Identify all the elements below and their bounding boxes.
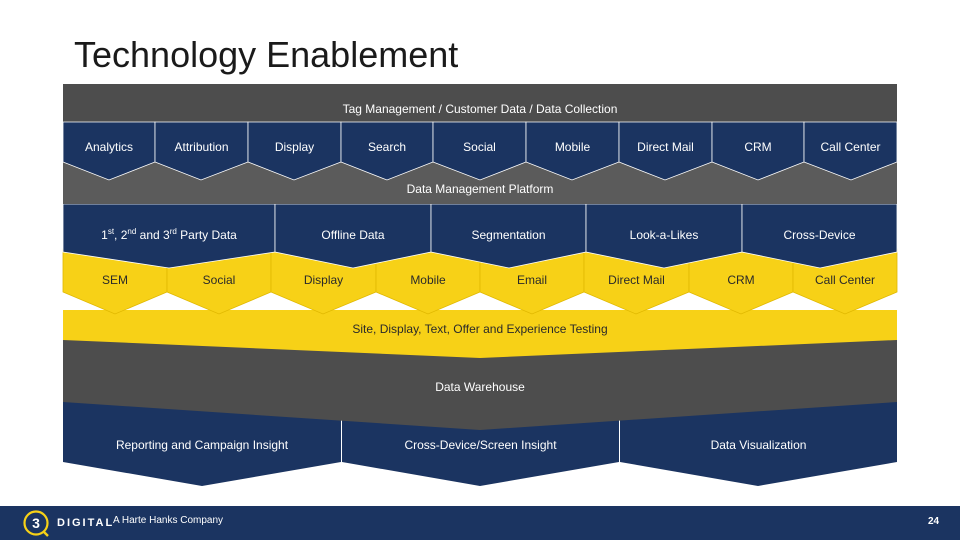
party-data-n1: 1	[101, 228, 108, 242]
mid-channel-label: Email	[516, 273, 547, 287]
tag-management-band	[63, 84, 897, 126]
output-label: Reporting and Campaign Insight	[115, 438, 289, 452]
top-channel-label: Call Center	[820, 140, 881, 154]
logo-wordmark: DIGITAL	[57, 517, 115, 529]
data-source-chevrons	[62, 203, 898, 269]
top-channel-label: Mobile	[554, 140, 591, 154]
data-warehouse-label: Data Warehouse	[435, 380, 525, 394]
data-source-label: Cross-Device	[783, 228, 856, 242]
party-data-s2: nd	[127, 227, 137, 236]
top-channel-label: Social	[463, 140, 496, 154]
testing-band	[63, 310, 897, 358]
data-warehouse-band	[63, 340, 897, 430]
party-data-s3: rd	[169, 227, 177, 236]
company-name: A Harte Hanks Company	[113, 515, 224, 526]
mid-channel-label: Call Center	[814, 273, 876, 287]
top-channel-label: Attribution	[174, 140, 229, 154]
mid-channel-label: Display	[303, 273, 344, 287]
top-channel-label: Analytics	[84, 140, 134, 154]
logo-3-icon: 3	[23, 510, 49, 537]
footer-bar	[0, 506, 960, 540]
page-number: 24	[928, 516, 940, 527]
logo-digit: 3	[32, 515, 40, 531]
party-data-n3: 3	[163, 228, 170, 242]
output-chevron-visualization	[620, 402, 897, 486]
party-data-sep1: ,	[114, 228, 121, 242]
mid-channel-label: CRM	[727, 273, 755, 287]
party-data-s1: st	[107, 227, 115, 236]
mid-channel-label: Social	[202, 273, 236, 287]
top-channel-label: Search	[367, 140, 407, 154]
tag-management-label: Tag Management / Customer Data / Data Co…	[342, 102, 618, 116]
top-channel-label: CRM	[744, 140, 772, 154]
mid-channel-label: Mobile	[410, 273, 446, 287]
output-label: Cross-Device/Screen Insight	[404, 438, 557, 452]
testing-label: Site, Display, Text, Offer and Experienc…	[352, 322, 608, 336]
mid-channel-label: Direct Mail	[608, 273, 665, 287]
party-data-rest: Party Data	[176, 228, 237, 242]
top-channel-chevrons	[62, 121, 898, 181]
party-data-n2: 2	[120, 228, 128, 242]
top-channel-label: Direct Mail	[637, 140, 694, 154]
output-label: Data Visualization	[710, 438, 807, 452]
data-source-label: Offline Data	[321, 228, 385, 242]
page-title: Technology Enablement	[74, 34, 459, 75]
top-channel-label: Display	[274, 140, 315, 154]
party-data-label: 1st, 2nd and 3rd Party Data	[63, 227, 275, 243]
data-source-label: Look-a-Likes	[629, 228, 699, 242]
output-chevron-reporting	[63, 402, 341, 486]
dmp-label: Data Management Platform	[406, 182, 554, 196]
party-data-sep2: and	[136, 228, 164, 242]
mid-channel-label: SEM	[101, 273, 128, 287]
data-source-label: Segmentation	[471, 228, 546, 242]
